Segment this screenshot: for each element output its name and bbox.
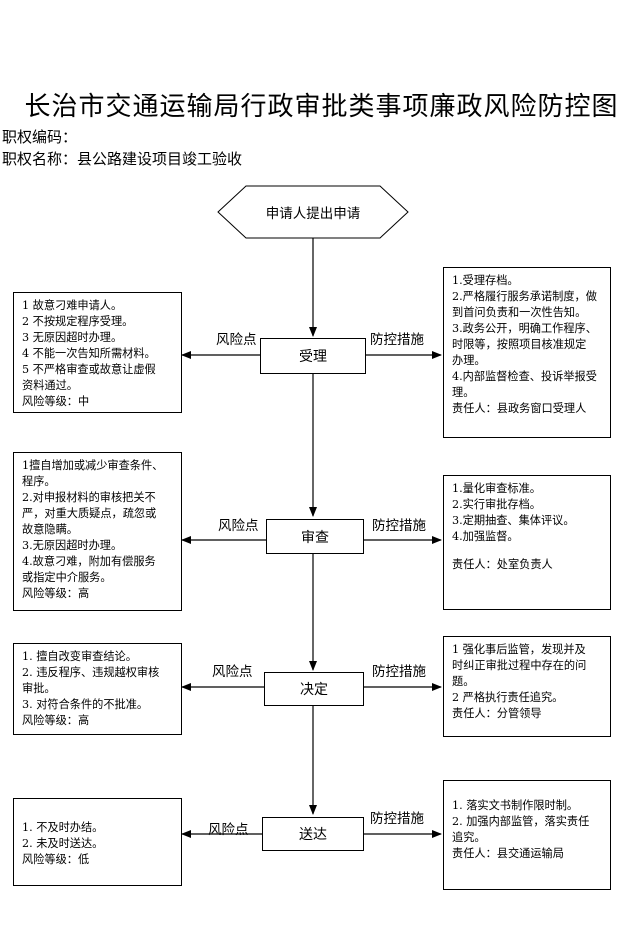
measure-box-deliver: 1. 落实文书制作限时制。 2. 加强内部监管，落实责任 追究。 责任人：县交通…: [443, 780, 611, 890]
risk-line: 4 不能一次告知所需材料。: [22, 347, 156, 360]
risk-line: 或指定中介服务。: [22, 571, 112, 584]
measure-line: 4.内部监督检查、投诉举报受: [452, 370, 597, 383]
measure-line: 时纠正审批过程中存在的问: [452, 659, 587, 672]
risk-line: 5 不严格审查或故意让虚假: [22, 363, 156, 376]
risk-label-decide: 风险点: [212, 664, 253, 680]
responsible-person: 责任人：县交通运输局: [452, 847, 564, 860]
responsible-person: 责任人：县政务窗口受理人: [452, 402, 587, 415]
measure-line: 1.受理存档。: [452, 274, 519, 287]
measure-line: 追究。: [452, 831, 486, 844]
risk-line: 2. 未及时送达。: [22, 837, 104, 850]
risk-label-deliver: 风险点: [208, 822, 249, 838]
risk-level: 风险等级：中: [22, 395, 90, 408]
risk-line: 严，对重大质疑点，疏忽或: [22, 507, 157, 520]
measure-box-decide: 1 强化事后监管，发现并及 时纠正审批过程中存在的问 题。 2 严格执行责任追究…: [443, 636, 611, 737]
measure-line: 1 强化事后监管，发现并及: [452, 643, 586, 656]
authority-code: 职权编码：: [2, 126, 77, 147]
step-accept: 受理: [260, 338, 366, 374]
measure-line: 3.定期抽查、集体评议。: [452, 514, 575, 527]
risk-line: 审批。: [22, 682, 56, 695]
authority-name-label: 职权名称：: [2, 150, 78, 168]
measure-line: 理。: [452, 386, 475, 399]
risk-line: 3 无原因超时办理。: [22, 331, 123, 344]
risk-line: 1 故意刁难申请人。: [22, 299, 123, 312]
page-title: 长治市交通运输局行政审批类事项廉政风险防控图: [24, 92, 619, 122]
risk-line: 2.对申报材料的审核把关不: [22, 491, 156, 504]
step-decide: 决定: [264, 672, 364, 706]
authority-name-value: 县公路建设项目竣工验收: [77, 150, 243, 168]
measure-line: 题。: [452, 675, 475, 688]
risk-box-decide: 1. 擅自改变审查结论。 2. 违反程序、违规越权审核 审批。 3. 对符合条件…: [13, 643, 182, 735]
measure-line: 办理。: [452, 354, 486, 367]
measure-label-deliver: 防控措施: [370, 811, 424, 827]
risk-box-review: 1擅自增加或减少审查条件、 程序。 2.对申报材料的审核把关不 严，对重大质疑点…: [13, 452, 182, 611]
measure-line: 1. 落实文书制作限时制。: [452, 799, 579, 812]
authority-code-label: 职权编码：: [2, 128, 78, 146]
step-review: 审查: [266, 519, 364, 554]
responsible-person: 责任人：处室负责人: [452, 558, 553, 571]
start-node-label: 申请人提出申请: [265, 206, 361, 222]
risk-line: 故意隐瞒。: [22, 523, 78, 536]
measure-line: 2.严格履行服务承诺制度，做: [452, 290, 597, 303]
responsible-person: 责任人：分管领导: [452, 707, 542, 720]
risk-line: 3. 对符合条件的不批准。: [22, 698, 149, 711]
measure-line: 1.量化审查标准。: [452, 482, 541, 495]
authority-name: 职权名称：县公路建设项目竣工验收: [2, 148, 242, 169]
risk-box-deliver: 1. 不及时办结。 2. 未及时送达。 风险等级：低: [13, 798, 182, 886]
measure-spacer: [452, 786, 602, 798]
measure-line: 时限等，按照项目核准规定: [452, 338, 587, 351]
measure-box-accept: 1.受理存档。 2.严格履行服务承诺制度，做 到首问负责和一次性告知。 3.政务…: [443, 267, 611, 438]
risk-box-accept: 1 故意刁难申请人。 2 不按规定程序受理。 3 无原因超时办理。 4 不能一次…: [13, 292, 182, 413]
risk-line: 程序。: [22, 475, 56, 488]
risk-line: 2. 违反程序、违规越权审核: [22, 666, 160, 679]
measure-line: 2. 加强内部监管，落实责任: [452, 815, 590, 828]
risk-level: 风险等级：高: [22, 587, 90, 600]
measure-line: 到首问负责和一次性告知。: [452, 306, 587, 319]
risk-spacer: [22, 804, 173, 820]
measure-line: 2.实行审批存档。: [452, 498, 541, 511]
measure-box-review: 1.量化审查标准。 2.实行审批存档。 3.定期抽查、集体评议。 4.加强监督。…: [443, 475, 611, 610]
measure-line: 4.加强监督。: [452, 530, 519, 543]
start-hexagon: [217, 185, 409, 239]
measure-label-accept: 防控措施: [370, 332, 424, 348]
measure-spacer: [452, 545, 602, 557]
risk-line: 4.故意刁难，附加有偿服务: [22, 555, 156, 568]
measure-label-decide: 防控措施: [372, 664, 426, 680]
measure-label-review: 防控措施: [372, 518, 426, 534]
step-deliver: 送达: [262, 817, 364, 851]
measure-line: 3.政务公开，明确工作程序、: [452, 322, 597, 335]
risk-line: 1. 擅自改变审查结论。: [22, 650, 137, 663]
risk-label-review: 风险点: [218, 518, 259, 534]
risk-level: 风险等级：低: [22, 853, 90, 866]
measure-line: 2 严格执行责任追究。: [452, 691, 564, 704]
risk-level: 风险等级：高: [22, 714, 90, 727]
risk-line: 1. 不及时办结。: [22, 821, 104, 834]
risk-label-accept: 风险点: [216, 332, 257, 348]
risk-line: 资料通过。: [22, 379, 78, 392]
risk-line: 2 不按规定程序受理。: [22, 315, 134, 328]
risk-line: 1擅自增加或减少审查条件、: [22, 459, 164, 472]
risk-line: 3.无原因超时办理。: [22, 539, 123, 552]
